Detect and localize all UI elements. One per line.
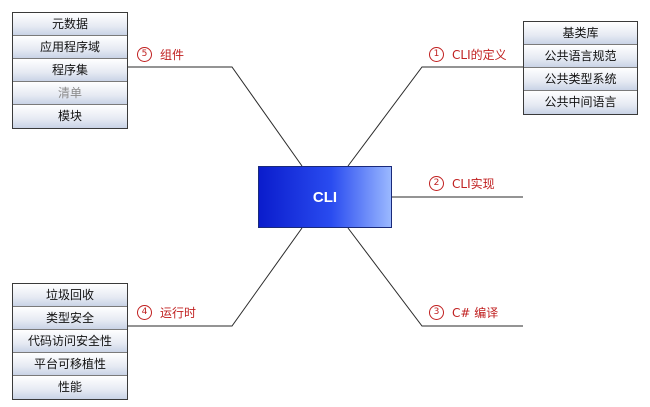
branch-label-cli-implementation: 2 CLI实现 xyxy=(429,175,495,192)
branch-number: 4 xyxy=(137,305,152,320)
branch-title: 组件 xyxy=(160,48,185,62)
branch-label-cli-definition: 1 CLI的定义 xyxy=(429,46,507,63)
branch-title: CLI的定义 xyxy=(452,48,507,62)
list-item: 平台可移植性 xyxy=(13,353,127,376)
list-item: 类型安全 xyxy=(13,307,127,330)
box-cli-definition: 基类库 公共语言规范 公共类型系统 公共中间语言 xyxy=(523,21,638,115)
connector-runtime xyxy=(128,227,303,327)
list-item: 性能 xyxy=(13,376,127,399)
list-item: 元数据 xyxy=(13,13,127,36)
branch-number: 2 xyxy=(429,176,444,191)
branch-number: 3 xyxy=(429,305,444,320)
connector-components xyxy=(128,66,303,167)
branch-number: 5 xyxy=(137,47,152,62)
list-item: 公共中间语言 xyxy=(524,91,637,114)
list-item: 应用程序域 xyxy=(13,36,127,59)
branch-label-components: 5 组件 xyxy=(137,46,184,63)
list-item: 模块 xyxy=(13,105,127,128)
branch-label-runtime: 4 运行时 xyxy=(137,304,196,321)
list-item: 清单 xyxy=(13,82,127,105)
list-item: 基类库 xyxy=(524,22,637,45)
center-node-label: CLI xyxy=(312,188,338,206)
connector-cli-definition xyxy=(347,66,523,167)
list-item: 公共类型系统 xyxy=(524,68,637,91)
branch-label-csharp-compile: 3 C# 编译 xyxy=(429,304,498,321)
list-item: 代码访问安全性 xyxy=(13,330,127,353)
list-item: 程序集 xyxy=(13,59,127,82)
branch-number: 1 xyxy=(429,47,444,62)
box-components: 元数据 应用程序域 程序集 清单 模块 xyxy=(12,12,128,129)
branch-title: 运行时 xyxy=(160,306,197,320)
box-runtime: 垃圾回收 类型安全 代码访问安全性 平台可移植性 性能 xyxy=(12,283,128,400)
list-item: 垃圾回收 xyxy=(13,284,127,307)
center-node-cli: CLI xyxy=(258,166,392,228)
connector-csharp-compile xyxy=(347,227,523,327)
branch-title: CLI实现 xyxy=(452,177,495,191)
list-item: 公共语言规范 xyxy=(524,45,637,68)
branch-title: C# 编译 xyxy=(452,306,499,320)
